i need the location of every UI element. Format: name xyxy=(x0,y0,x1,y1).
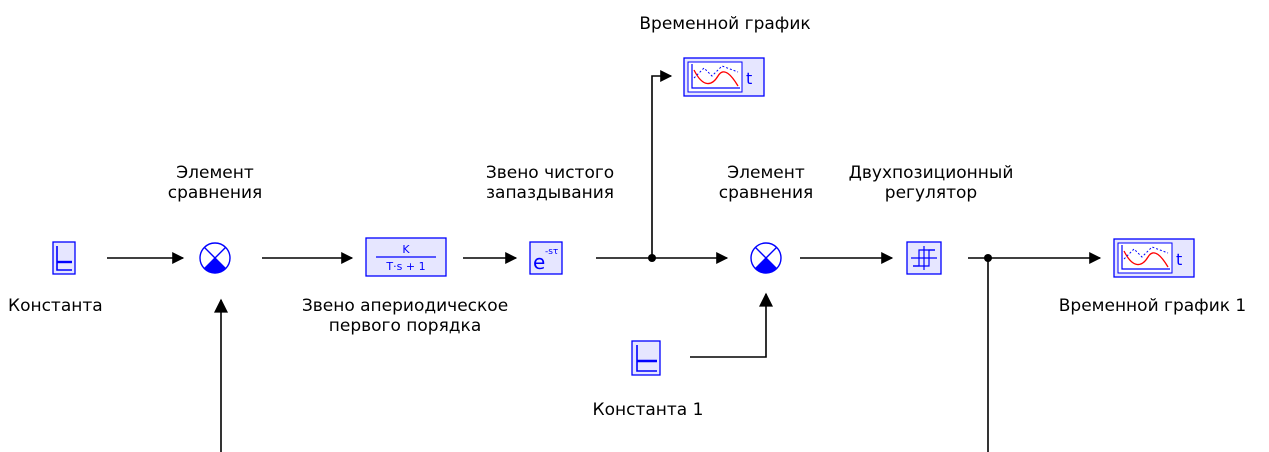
delay-base: e xyxy=(533,250,545,274)
sum2-block[interactable] xyxy=(750,242,782,274)
aperiodic-numerator: K xyxy=(402,243,410,256)
label-scope: Временной график xyxy=(639,14,811,34)
step-icon xyxy=(56,246,72,271)
constant-block[interactable] xyxy=(52,241,76,275)
scope-axis-label: t xyxy=(746,69,752,88)
label-constant1: Константа 1 xyxy=(592,400,704,420)
constant1-block[interactable] xyxy=(631,340,661,376)
sum1-block[interactable] xyxy=(199,242,231,274)
relay-icon xyxy=(911,246,937,270)
junction-dot xyxy=(648,254,656,262)
aperiodic-denominator: T·s + 1 xyxy=(385,260,425,273)
label-constant: Константа xyxy=(8,296,103,316)
relay-block[interactable] xyxy=(906,241,942,275)
delay-exponent: -sτ xyxy=(545,247,558,257)
junction-dot xyxy=(984,254,992,262)
scope1-axis-label: t xyxy=(1176,250,1182,269)
delay-block[interactable]: e -sτ xyxy=(529,241,563,275)
scope-block[interactable]: t xyxy=(683,57,765,97)
scope1-block[interactable]: t xyxy=(1113,238,1195,278)
step-icon xyxy=(636,345,657,372)
link-branch-to-scope xyxy=(651,70,673,258)
comparison-icon xyxy=(750,242,782,274)
comparison-icon xyxy=(199,242,231,274)
connections xyxy=(107,70,1102,452)
aperiodic-block[interactable]: K T·s + 1 xyxy=(365,237,447,277)
time-plot-icon xyxy=(687,61,743,93)
time-plot-icon xyxy=(1117,242,1173,274)
link-constant1-to-sum2 xyxy=(690,292,773,358)
label-scope1: Временной график 1 xyxy=(1058,296,1247,316)
